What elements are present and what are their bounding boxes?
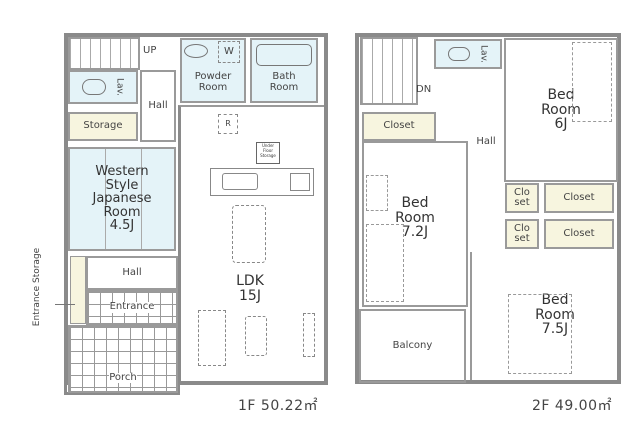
floor2-closet: Closet: [362, 112, 436, 141]
bathtub-icon: [256, 44, 312, 66]
bedroom-7-2: Bed Room 7.2J: [362, 141, 468, 307]
desk: [366, 175, 388, 211]
porch: Porch: [68, 325, 178, 393]
entrance-storage: [70, 256, 86, 324]
kitchen-counter: [210, 168, 314, 196]
closet-small-2-label: Clo set: [514, 222, 530, 244]
stove-icon: [290, 173, 310, 191]
sofa: [198, 310, 226, 366]
fridge-space: R: [218, 114, 238, 134]
closet-small-1-label: Clo set: [514, 186, 530, 208]
stairs-dn-label: DN: [416, 84, 432, 95]
washer-space: W: [218, 41, 240, 63]
powder-room-label: Powder Room: [194, 71, 232, 93]
bedroom-7-5-label: Bed Room 7.5J: [535, 291, 575, 338]
closet-small-1: Clo set: [505, 183, 539, 213]
coffee-table: [245, 316, 267, 356]
underfloor-storage: Under Floor Storage: [256, 142, 280, 164]
kitchen-sink-icon: [222, 173, 258, 190]
japanese-room-label: Western Style Japanese Room 4.5J: [92, 163, 152, 234]
balcony: Balcony: [359, 309, 466, 383]
entrance-label: Entrance: [109, 301, 155, 313]
floor2-area-label: 2F 49.00㎡: [532, 398, 612, 414]
closet-2-label: Closet: [563, 227, 595, 239]
toilet-label: Lav.: [114, 77, 125, 97]
bed-6: [572, 42, 612, 122]
entrance-storage-leader: [55, 304, 75, 305]
floor1-hall-top: Hall: [140, 70, 176, 142]
underfloor-storage-label: Under Floor Storage: [260, 143, 276, 158]
washer-label: W: [224, 45, 234, 57]
stairs-up-label: UP: [143, 45, 157, 56]
balcony-label: Balcony: [392, 339, 433, 351]
closet-small-2: Clo set: [505, 219, 539, 249]
floor2-stairs: [360, 37, 418, 105]
ldk-label: LDK 15J: [236, 273, 264, 304]
storage: Storage: [68, 112, 138, 141]
floor2-hall-label: Hall: [476, 136, 496, 148]
floor1-toilet: Lav.: [68, 70, 138, 104]
floor1-area-label: 1F 50.22㎡: [238, 398, 318, 414]
floor1-hall-bottom: Hall: [86, 256, 178, 290]
bedroom-7-5: Bed Room 7.5J: [470, 252, 618, 380]
floor1-stairs: [68, 37, 140, 70]
bed-7-2: [366, 224, 404, 302]
tv-stand: [303, 313, 315, 357]
bed-7-5: [508, 294, 572, 374]
entrance: Entrance: [86, 290, 178, 325]
closet-2: Closet: [544, 219, 614, 249]
bath-room-label: Bath Room: [269, 71, 299, 93]
toilet-icon: [448, 47, 471, 61]
closet-1: Closet: [544, 183, 614, 213]
bath-room: Bath Room: [250, 38, 318, 103]
ldk: [178, 105, 324, 383]
floor2-hall: Hall: [468, 70, 504, 215]
closet-1-label: Closet: [563, 191, 595, 203]
sink-icon: [184, 44, 208, 58]
floor2-toilet-label: Lav.: [478, 44, 489, 64]
porch-label: Porch: [109, 371, 137, 383]
entrance-storage-label: Entrance Storage: [32, 247, 43, 327]
fridge-label: R: [225, 118, 231, 128]
bedroom-6: Bed Room 6J: [504, 38, 618, 182]
hall-bottom-label: Hall: [122, 266, 142, 278]
ldk-label-box: LDK 15J: [225, 272, 275, 306]
bedroom-6-label: Bed Room 6J: [541, 86, 581, 133]
closet-label: Closet: [383, 120, 415, 132]
hall-top-label: Hall: [148, 99, 168, 111]
bedroom-7-2-label: Bed Room 7.2J: [395, 194, 435, 241]
storage-label: Storage: [83, 120, 123, 132]
floor2-toilet: Lav.: [434, 39, 502, 69]
dining-table: [232, 205, 266, 263]
japanese-room: Western Style Japanese Room 4.5J: [68, 147, 176, 251]
toilet-icon: [82, 79, 107, 95]
